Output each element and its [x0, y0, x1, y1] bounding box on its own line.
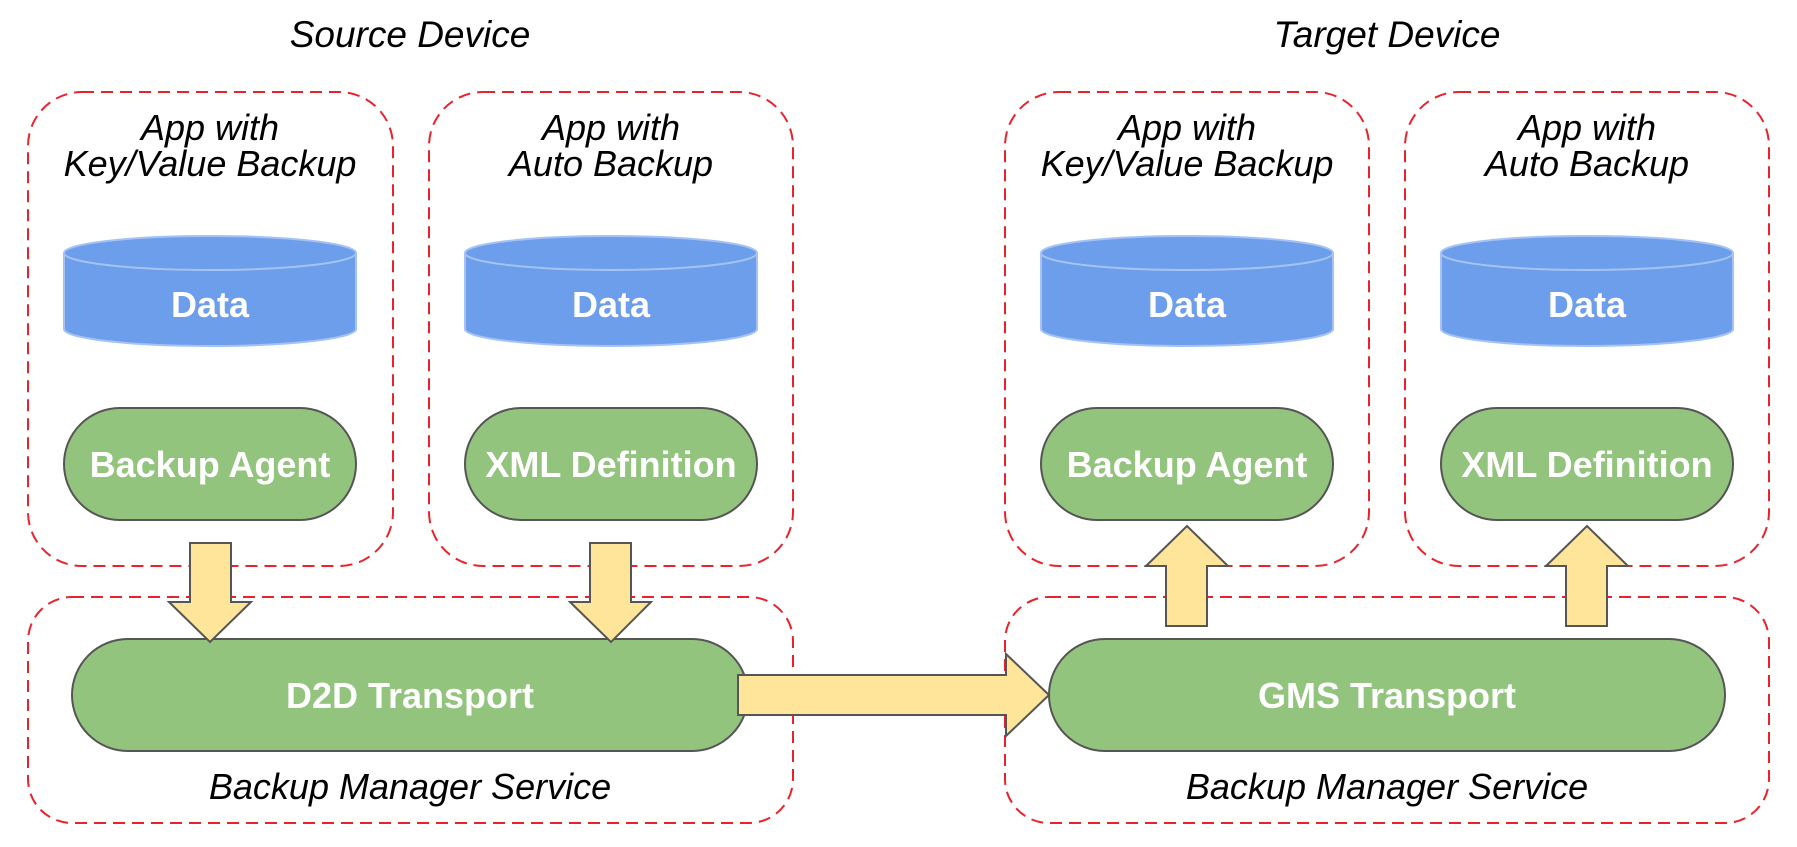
- target-app-auto-data-store: Data: [1440, 235, 1734, 347]
- source-backup-agent: [63, 407, 357, 521]
- target-app-keyvalue-title-line2: Key/Value Backup: [1041, 143, 1334, 184]
- target-app-keyvalue-data-store: Data: [1040, 235, 1334, 347]
- d2d-to-gms-transfer-arrow: [737, 651, 1051, 739]
- target-app-keyvalue-data-label: Data: [1148, 284, 1227, 325]
- target-xml-definition-up-arrow: [1543, 524, 1631, 627]
- target-app-keyvalue-title-line1: App with: [1116, 107, 1256, 148]
- target-xml-definition: [1440, 407, 1734, 521]
- d2d-transport-label: D2D Transport: [286, 675, 534, 716]
- source-app-keyvalue-title-line1: App with: [139, 107, 279, 148]
- source-backup-agent-label: Backup Agent: [90, 444, 331, 485]
- source-app-keyvalue-data-store: Data: [63, 235, 357, 347]
- target-app-auto-data-label: Data: [1548, 284, 1627, 325]
- target-device-title: Target Device: [1274, 14, 1501, 55]
- target-backup-agent-up-arrow: [1143, 524, 1231, 627]
- target-app-auto-title-line2: Auto Backup: [1483, 143, 1689, 184]
- source-xml-definition-label: XML Definition: [485, 444, 736, 485]
- target-xml-definition-label: XML Definition: [1461, 444, 1712, 485]
- source-xml-definition: [464, 407, 758, 521]
- source-device-title: Source Device: [290, 14, 531, 55]
- source-backup-manager-label: Backup Manager Service: [209, 766, 611, 807]
- target-backup-agent: [1040, 407, 1334, 521]
- source-app-keyvalue-title-line2: Key/Value Backup: [64, 143, 357, 184]
- target-backup-manager-label: Backup Manager Service: [1186, 766, 1588, 807]
- source-app-keyvalue-data-label: Data: [171, 284, 250, 325]
- target-app-auto-title-line1: App with: [1516, 107, 1656, 148]
- source-app-auto-title-line2: Auto Backup: [507, 143, 713, 184]
- gms-transport-label: GMS Transport: [1258, 675, 1516, 716]
- source-app-auto-data-label: Data: [572, 284, 651, 325]
- target-backup-agent-label: Backup Agent: [1067, 444, 1308, 485]
- source-app-auto-title-line1: App with: [540, 107, 680, 148]
- source-app-auto-data-store: Data: [464, 235, 758, 347]
- source-xml-definition-down-arrow: [567, 542, 654, 644]
- source-backup-agent-down-arrow: [166, 542, 254, 644]
- source-backup-manager-group: [27, 596, 794, 824]
